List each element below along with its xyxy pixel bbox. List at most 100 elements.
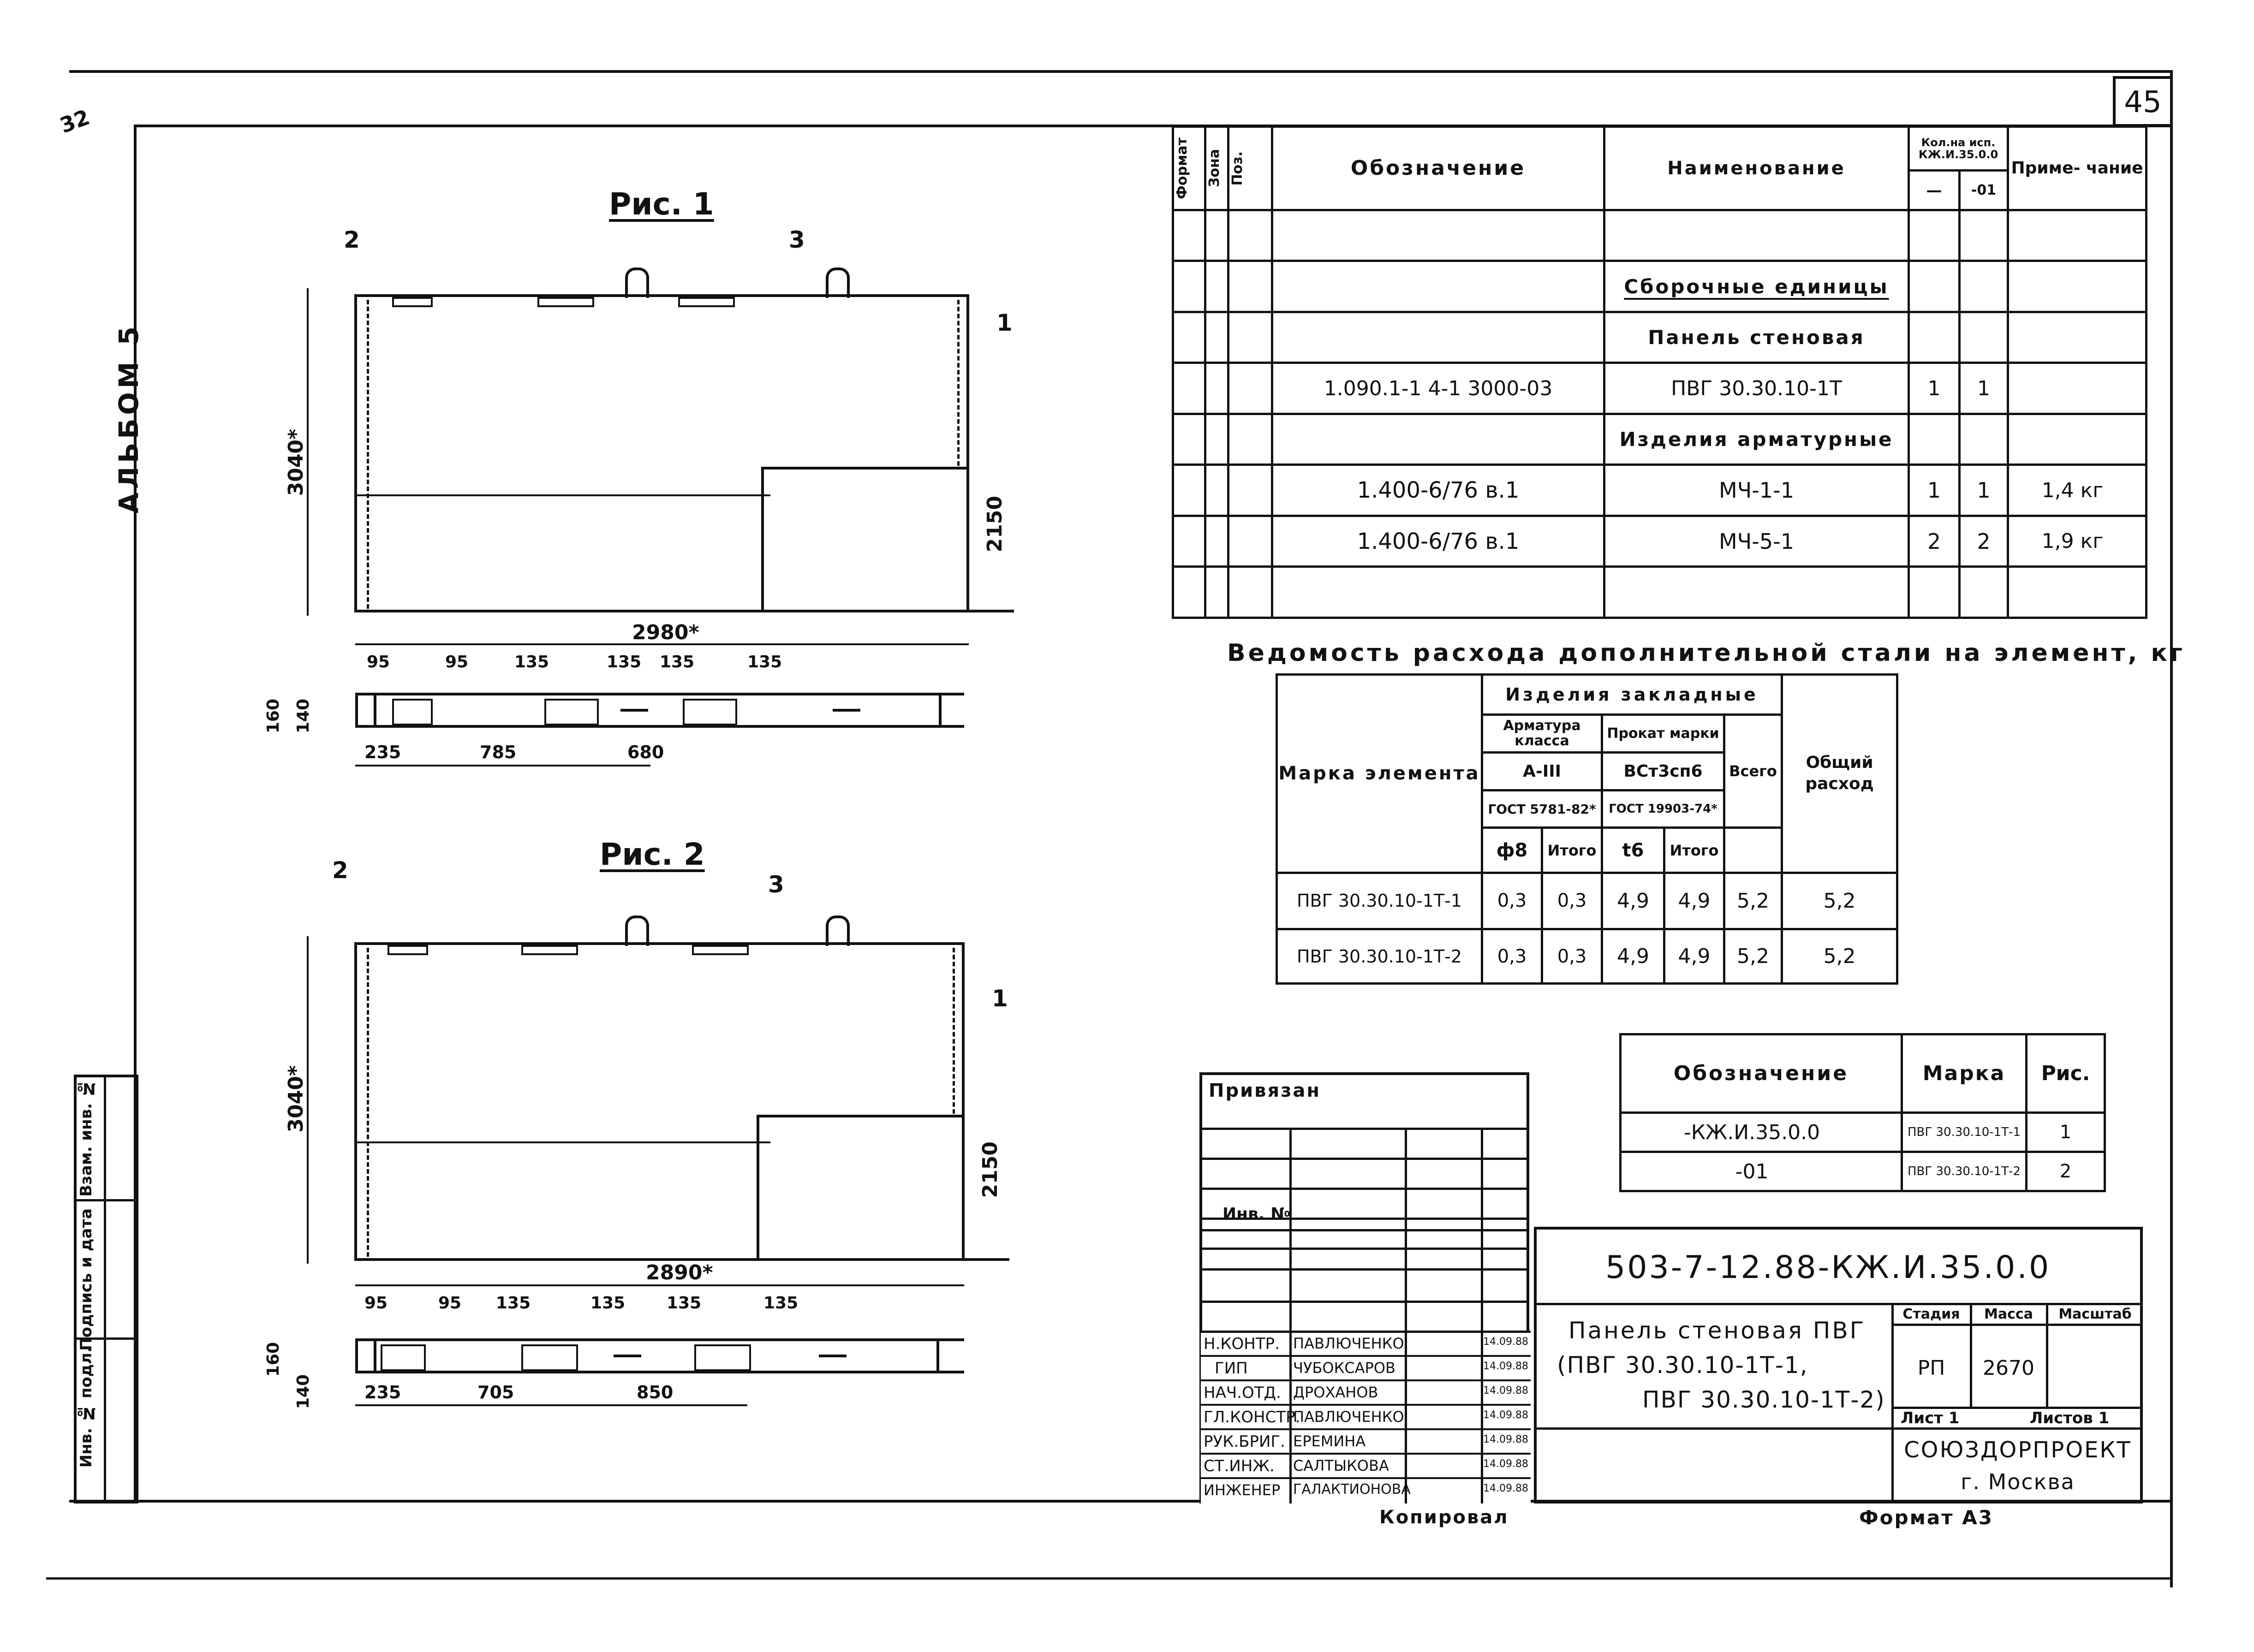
sig-date: 14.09.88 bbox=[1483, 1483, 1528, 1494]
fig2-leader-1: 1 bbox=[992, 985, 1008, 1012]
sig-role: ГЛ.КОНСТР. bbox=[1204, 1408, 1300, 1426]
fig2-inner-dash-left bbox=[367, 948, 369, 1257]
fig2-top-dim-6: 135 bbox=[763, 1294, 799, 1313]
fig2-break-line bbox=[355, 1141, 770, 1143]
steel-row: ПВГ 30.30.10-1Т-1 0,3 0,3 4,9 4,9 5,2 5,… bbox=[1276, 871, 1899, 931]
fig1-leader-1: 1 bbox=[996, 309, 1013, 336]
fig2-section-left bbox=[355, 1338, 358, 1373]
fig2-plate-2 bbox=[521, 945, 578, 955]
sig-name: ЧУБОКСАРОВ bbox=[1293, 1359, 1395, 1377]
fig1-bottom-dim-line bbox=[355, 765, 650, 767]
fig1-section-dim-140: 140 bbox=[294, 699, 313, 734]
org-city: г. Москва bbox=[1961, 1469, 2075, 1494]
spec-row: Сборочные единицы bbox=[1172, 260, 2148, 313]
spec-row: Панель стеновая bbox=[1172, 310, 2148, 364]
fig1-plate-3 bbox=[678, 297, 735, 307]
fig2-dim-height-line bbox=[307, 936, 309, 1264]
steel-h-rebar-gost: ГОСТ 5781-82* bbox=[1481, 789, 1603, 829]
fig1-bottom-dim-1: 235 bbox=[364, 742, 401, 762]
fig1-section-top bbox=[355, 693, 964, 695]
fig2-section-left-inner bbox=[374, 1338, 376, 1373]
fig2-plate-3 bbox=[692, 945, 749, 955]
corner-mark: 32 bbox=[56, 104, 93, 138]
left-strip-sign-date: Подпись и дата bbox=[77, 1208, 95, 1351]
spec-h-qty-b: -01 bbox=[1958, 169, 2010, 211]
fig1-plate-2 bbox=[537, 297, 594, 307]
fig2-title: Рис. 2 bbox=[600, 837, 705, 872]
sig-date: 14.09.88 bbox=[1483, 1409, 1528, 1421]
fig2-left-edge bbox=[354, 942, 357, 1260]
linked-col1 bbox=[1289, 1128, 1292, 1503]
fig2-notch-left bbox=[757, 1115, 759, 1260]
title-line-2: (ПВГ 30.30.10-1Т-1, bbox=[1557, 1352, 1808, 1379]
stage-header: Стадия bbox=[1902, 1306, 1960, 1322]
spec-h-name: Наименование bbox=[1603, 125, 1910, 211]
sheet-number-box bbox=[2113, 76, 2173, 127]
frame-top-outer bbox=[69, 70, 2173, 73]
fig1-notch-top bbox=[761, 467, 969, 469]
fig1-section-plate-3 bbox=[683, 699, 737, 725]
left-strip-replace-inv: Взам. инв. № bbox=[77, 1079, 95, 1197]
fig2-top-edge bbox=[355, 942, 964, 945]
fig2-dim-width: 2890* bbox=[646, 1261, 713, 1284]
steel-h-rebar-class: A-III bbox=[1481, 751, 1603, 791]
fig2-section-dim-140: 140 bbox=[294, 1374, 313, 1409]
fig1-leader-3: 3 bbox=[789, 226, 805, 253]
fig2-top-dim-4: 135 bbox=[590, 1294, 626, 1313]
fig2-dim-height: 3040* bbox=[284, 1065, 308, 1133]
fig1-inner-dash-left bbox=[367, 300, 369, 609]
title-line-3: ПВГ 30.30.10-1Т-2) bbox=[1642, 1386, 1885, 1413]
fig1-right-edge-lower bbox=[966, 467, 969, 612]
fig1-dim-height-line bbox=[307, 288, 309, 616]
steel-h-t: t6 bbox=[1601, 826, 1665, 874]
title-block-row2 bbox=[1534, 1427, 2143, 1430]
fig1-top-dim-3: 135 bbox=[514, 653, 549, 671]
fig1-dim-right: 2150 bbox=[983, 496, 1007, 553]
fig2-loop-2 bbox=[826, 915, 850, 946]
title-block-col-mass bbox=[1970, 1303, 1972, 1407]
fig2-section-mark-2 bbox=[819, 1355, 847, 1357]
fig1-inner-dash-right bbox=[957, 300, 960, 466]
fig1-section-dim-160: 160 bbox=[264, 699, 283, 734]
spec-h-format: Формат bbox=[1174, 137, 1191, 199]
fig2-top-dim-2: 95 bbox=[438, 1294, 462, 1313]
fig2-bottom-dim-2: 705 bbox=[477, 1382, 514, 1402]
title-block-sheet-row bbox=[1891, 1407, 2143, 1409]
signatures-block: Н.КОНТР. ПАВЛЮЧЕНКО 14.09.88 ГИП ЧУБОКСА… bbox=[1201, 1331, 1531, 1503]
fig1-section-mark-2 bbox=[833, 709, 860, 712]
fig2-right-edge-upper bbox=[962, 942, 965, 1117]
steel-row: ПВГ 30.30.10-1Т-2 0,3 0,3 4,9 4,9 5,2 5,… bbox=[1276, 928, 1899, 985]
sig-date: 14.09.88 bbox=[1483, 1336, 1528, 1348]
title-block-col bbox=[1891, 1303, 1894, 1503]
fig2-loop-1 bbox=[625, 915, 649, 946]
inv-row bbox=[1199, 1229, 1529, 1231]
format-label: Формат А3 bbox=[1859, 1506, 1993, 1529]
linked-row2 bbox=[1199, 1158, 1529, 1160]
frame-right bbox=[2170, 70, 2173, 1587]
copied-label: Копировал bbox=[1379, 1507, 1509, 1528]
fig2-section-plate-3 bbox=[694, 1344, 751, 1371]
sheet-label: Лист 1 bbox=[1901, 1409, 1960, 1427]
fig2-section-bottom bbox=[355, 1371, 964, 1373]
fig2-section-plate-2 bbox=[521, 1344, 578, 1371]
fig1-dim-width-line bbox=[355, 643, 969, 645]
fig1-bottom-dim-3: 680 bbox=[627, 742, 664, 762]
sig-role: ГИП bbox=[1215, 1359, 1248, 1378]
sig-name: ПАВЛЮЧЕНКО bbox=[1293, 1335, 1404, 1352]
fig2-section-top bbox=[355, 1338, 964, 1341]
linked-row3 bbox=[1199, 1188, 1529, 1190]
fig1-section-plate-1 bbox=[392, 699, 433, 725]
fig1-left-edge bbox=[354, 294, 357, 612]
marks-row: -01 ПВГ 30.30.10-1Т-2 2 bbox=[1619, 1151, 2106, 1192]
steel-h-mark: Марка элемента bbox=[1276, 673, 1483, 874]
fig1-top-dim-6: 135 bbox=[747, 653, 782, 671]
sig-date: 14.09.88 bbox=[1483, 1385, 1528, 1396]
sig-role: ИНЖЕНЕР bbox=[1204, 1481, 1281, 1499]
fig2-plate-1 bbox=[388, 945, 428, 955]
spec-table: Формат Зона Поз. Обозначение Наименовани… bbox=[1172, 125, 2148, 619]
fig2-leader-3: 3 bbox=[768, 871, 784, 898]
fig1-section-left bbox=[355, 693, 358, 728]
